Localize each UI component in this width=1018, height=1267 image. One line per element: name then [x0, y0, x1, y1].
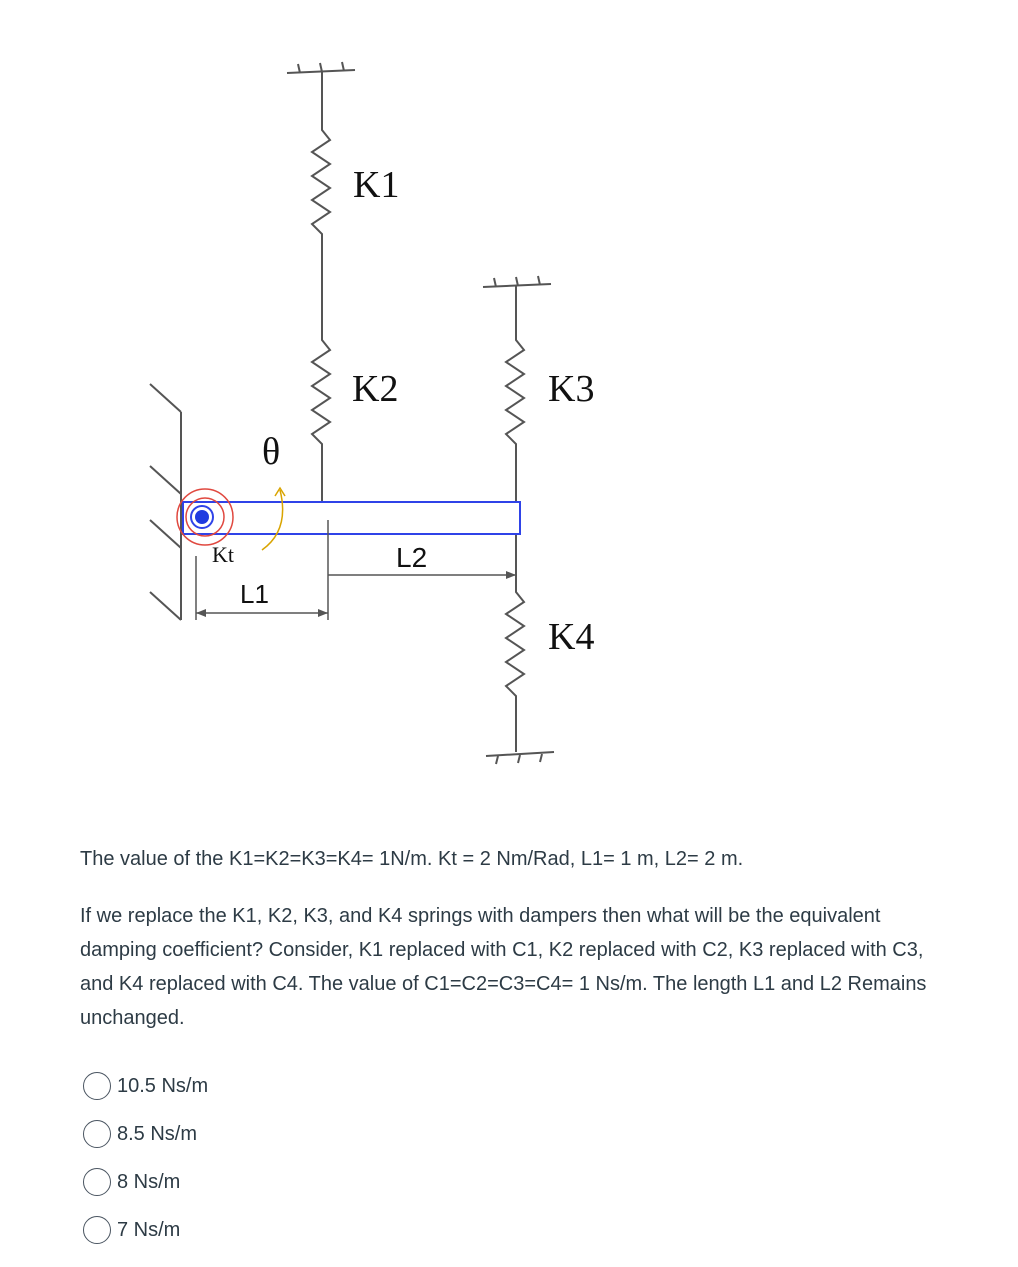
spring-k2 — [310, 330, 332, 502]
answer-option[interactable]: 8.5 Ns/m — [83, 1110, 208, 1158]
answer-option-label: 10.5 Ns/m — [117, 1074, 209, 1097]
label-l1: L1 — [240, 579, 269, 609]
answer-options: 10.5 Ns/m 8.5 Ns/m 8 Ns/m 7 Ns/m — [83, 1062, 208, 1254]
spring-k4 — [504, 534, 526, 752]
dimension-l1 — [195, 520, 329, 620]
label-k3: K3 — [548, 368, 594, 410]
ground-k3 — [482, 275, 552, 288]
mechanical-system-diagram: K1 K2 K3 K4 θ Kt L1 L2 — [149, 61, 594, 765]
dimension-l2 — [328, 571, 516, 579]
radio-button-icon[interactable] — [83, 1072, 111, 1100]
radio-button-icon[interactable] — [83, 1168, 111, 1196]
answer-option[interactable]: 8 Ns/m — [83, 1158, 208, 1206]
answer-option[interactable]: 10.5 Ns/m — [83, 1062, 208, 1110]
fixed-wall — [149, 383, 182, 621]
question-prompt-text: If we replace the K1, K2, K3, and K4 spr… — [80, 905, 927, 1029]
ground-k1 — [286, 61, 356, 74]
spring-k3 — [504, 286, 526, 502]
ground-k4 — [485, 751, 555, 765]
answer-option-label: 8 Ns/m — [117, 1170, 181, 1193]
question-values-text: The value of the K1=K2=K3=K4= 1N/m. Kt =… — [80, 848, 744, 870]
radio-button-icon[interactable] — [83, 1120, 111, 1148]
label-k1: K1 — [353, 164, 399, 206]
answer-option[interactable]: 7 Ns/m — [83, 1206, 208, 1254]
label-l2: L2 — [396, 542, 427, 573]
answer-option-label: 7 Ns/m — [117, 1218, 181, 1241]
pivot-icon — [190, 505, 214, 529]
rotation-arrow-icon — [261, 486, 286, 551]
rigid-bar — [182, 501, 521, 535]
label-kt: Kt — [212, 542, 234, 567]
spring-k1 — [310, 72, 332, 330]
label-k4: K4 — [548, 616, 594, 658]
torsion-spring-kt — [176, 488, 234, 546]
label-theta: θ — [262, 431, 280, 473]
radio-button-icon[interactable] — [83, 1216, 111, 1244]
label-k2: K2 — [352, 368, 398, 410]
answer-option-label: 8.5 Ns/m — [117, 1122, 198, 1145]
